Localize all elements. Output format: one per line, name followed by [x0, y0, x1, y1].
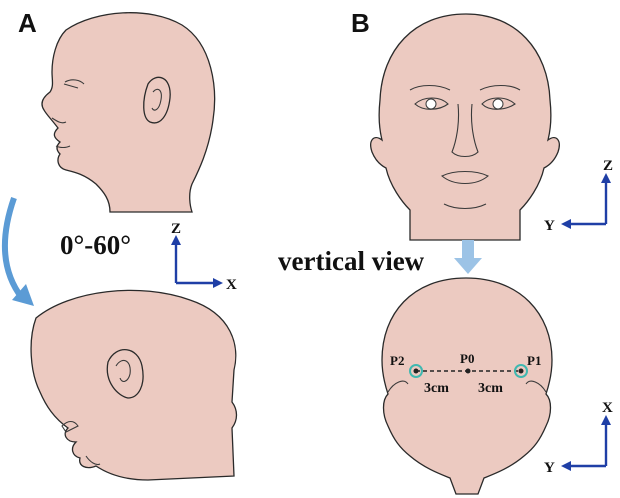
p0-label: P0	[460, 351, 474, 366]
axis-z-front-label: Z	[603, 158, 613, 174]
distance-left-label: 3cm	[424, 381, 449, 396]
axes-zx	[171, 235, 223, 288]
front-head	[370, 13, 560, 241]
axis-x-top-label: X	[602, 400, 613, 416]
electrode-p2	[409, 364, 423, 378]
view-arrow	[454, 240, 482, 274]
axis-z-label: Z	[171, 221, 181, 237]
top-head	[381, 277, 553, 495]
rotation-arrow	[2, 197, 34, 306]
p2-label: P2	[390, 353, 404, 368]
side-head-upright	[41, 12, 216, 213]
side-head-tilted	[30, 289, 238, 481]
vertical-view-label: vertical view	[278, 246, 425, 276]
rotation-angle-label: 0°-60°	[60, 230, 131, 260]
axes-front-zy	[561, 173, 611, 229]
axis-y-top-label: Y	[544, 460, 555, 476]
panel-b-label: B	[351, 8, 370, 38]
electrode-layout	[409, 364, 528, 378]
panel-a-label: A	[18, 8, 37, 38]
electrode-p1	[514, 364, 528, 378]
p1-label: P1	[527, 353, 541, 368]
axis-x-label: X	[226, 277, 237, 293]
axes-top-xy	[561, 415, 611, 471]
distance-right-label: 3cm	[478, 381, 503, 396]
axis-y-front-label: Y	[544, 218, 555, 234]
electrode-p0	[465, 368, 471, 374]
